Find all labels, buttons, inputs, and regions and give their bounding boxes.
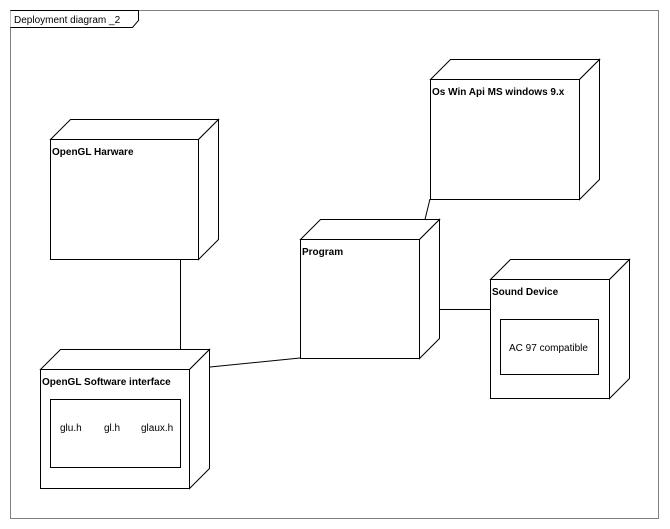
diagram-frame: Deployment diagram _2: [10, 10, 659, 519]
node-program[interactable]: Program: [299, 218, 441, 360]
node-title: OpenGL Software interface: [42, 377, 171, 388]
node-opengl-hardware[interactable]: OpenGL Harware: [49, 118, 220, 261]
node-opengl-software[interactable]: OpenGL Software interface glu.h gl.h gla…: [39, 348, 211, 490]
node-title: Os Win Api MS windows 9.x: [432, 87, 565, 98]
component-glaux-h: glaux.h: [141, 423, 173, 434]
component-box[interactable]: [500, 319, 599, 375]
node-title: Sound Device: [492, 287, 559, 298]
node-sound-device[interactable]: Sound Device AC 97 compatible: [489, 258, 631, 400]
node-title: Program: [302, 247, 343, 258]
component-label: AC 97 compatible: [509, 343, 588, 354]
node-os-winapi[interactable]: Os Win Api MS windows 9.x: [429, 58, 601, 201]
component-glu-h: glu.h: [60, 423, 82, 434]
component-gl-h: gl.h: [104, 423, 120, 434]
frame-title: Deployment diagram _2: [14, 15, 121, 26]
node-title: OpenGL Harware: [52, 147, 134, 158]
component-box[interactable]: [50, 399, 181, 468]
